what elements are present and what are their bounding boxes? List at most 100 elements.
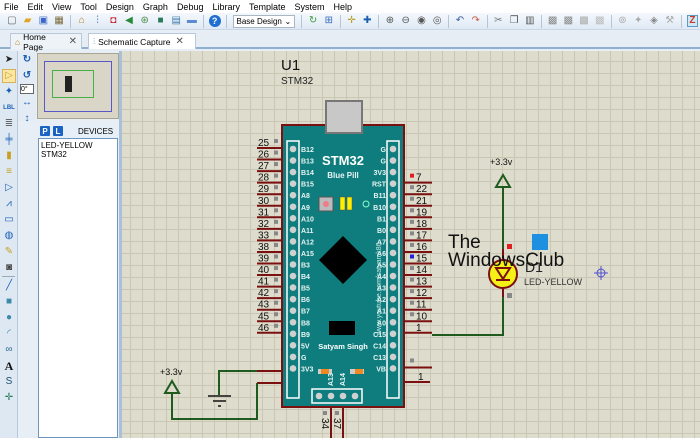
generator-icon[interactable]: ◍ [4, 230, 14, 241]
circle-icon[interactable]: ● [5, 312, 13, 323]
new-file-icon[interactable]: ▢ [7, 15, 17, 26]
rotate-anticlockwise-icon[interactable]: ↺ [22, 70, 32, 81]
menu-design[interactable]: Design [105, 1, 134, 12]
make-device-icon[interactable]: ✦ [634, 15, 643, 26]
left-pin-label: 5V [301, 343, 310, 350]
graph-icon[interactable]: ⩘ [6, 198, 12, 209]
pcb-icon[interactable]: ◘ [110, 15, 117, 26]
cut-icon[interactable]: ✂ [494, 15, 503, 26]
menu-graph[interactable]: Graph [142, 1, 168, 12]
pan-icon[interactable]: ✚ [363, 15, 372, 26]
help-icon[interactable]: ? [208, 15, 221, 27]
zoom-out-icon[interactable]: ⊖ [401, 15, 410, 26]
menu-view[interactable]: View [52, 1, 72, 12]
open-folder-icon[interactable]: ▰ [23, 15, 32, 26]
library-manager-button[interactable]: L [53, 126, 63, 136]
preview-component [65, 76, 72, 92]
design-select[interactable]: Base Design⌄ [232, 14, 296, 28]
pin-number: 38 [258, 242, 270, 253]
tab-home-page[interactable]: ⌂ Home Page ✕ [10, 32, 82, 52]
board-author: Satyam Singh [318, 342, 368, 351]
pick-devices-button[interactable]: P [40, 126, 50, 136]
markers-icon[interactable]: ✛ [4, 392, 14, 403]
device-pins-icon[interactable]: ▷ [5, 182, 13, 193]
overview-preview[interactable] [37, 53, 119, 119]
path-icon[interactable]: ∞ [5, 344, 13, 355]
menu-template[interactable]: Template [248, 1, 286, 12]
voltage-probe-icon[interactable]: ✎ [4, 246, 14, 257]
mirror-vertical-icon[interactable]: ↕ [24, 113, 30, 124]
led-pin-marker-cathode [507, 293, 512, 298]
pin-number: 12 [416, 288, 428, 299]
decompose-icon[interactable]: ⚒ [665, 15, 675, 26]
menu-tool[interactable]: Tool [80, 1, 97, 12]
block-move-icon[interactable]: ▩ [563, 15, 574, 26]
tab-schematic-capture[interactable]: ⫶ Schematic Capture ✕ [88, 33, 196, 49]
wire-autorouter-icon[interactable]: Z [686, 15, 699, 27]
menu-edit[interactable]: Edit [27, 1, 44, 12]
block-delete-icon[interactable]: ▩ [595, 15, 605, 26]
grid-icon[interactable]: ⊞ [324, 15, 334, 26]
spice-icon[interactable]: ▬ [186, 15, 197, 26]
menu-file[interactable]: File [4, 1, 19, 12]
mirror-horizontal-icon[interactable]: ↔ [22, 97, 32, 108]
schematic-icon[interactable]: ⫶ [96, 15, 99, 26]
virtual-instruments-icon[interactable]: ◙ [5, 262, 13, 273]
junction-dot-icon[interactable]: ✦ [4, 86, 14, 97]
tape-recorder-icon[interactable]: ▭ [4, 214, 14, 225]
chevron-down-icon: ⌄ [284, 16, 292, 26]
bom-icon[interactable]: ■ [157, 15, 164, 26]
symbols-icon[interactable]: S [5, 376, 13, 387]
arc-icon[interactable]: ◜ [7, 328, 11, 339]
close-icon[interactable]: ✕ [68, 36, 77, 47]
undo-icon[interactable]: ↶ [455, 15, 465, 26]
package-icon[interactable]: ◈ [650, 15, 658, 26]
menu-library[interactable]: Library [212, 1, 240, 12]
selection-mode-icon[interactable]: ➤ [4, 54, 14, 65]
smd-resistor-2-body [355, 369, 363, 374]
refresh-icon[interactable]: ↻ [308, 15, 318, 26]
buses-icon[interactable]: ╪ [5, 134, 13, 145]
zoom-area-icon[interactable]: ◎ [432, 15, 442, 26]
pin-marker [274, 242, 278, 247]
pin-number: 7 [416, 173, 422, 184]
import-icon[interactable]: ▦ [54, 15, 64, 26]
device-item[interactable]: LED-YELLOW [41, 141, 93, 150]
device-item[interactable]: STM32 [41, 150, 67, 159]
block-copy-icon[interactable]: ▩ [547, 15, 558, 26]
left-pin-label: A8 [301, 193, 310, 200]
design-explorer-icon[interactable]: ▤ [171, 15, 181, 26]
rotate-clockwise-icon[interactable]: ↻ [22, 54, 32, 65]
text-script-icon[interactable]: ≣ [4, 118, 14, 129]
zoom-in-icon[interactable]: ⊕ [385, 15, 395, 26]
redo-icon[interactable]: ↷ [471, 15, 480, 26]
header-pin [389, 215, 397, 222]
copy-icon[interactable]: ❐ [509, 15, 519, 26]
gerber-icon[interactable]: ⊛ [140, 15, 149, 26]
panel-splitter[interactable] [119, 51, 122, 438]
right-pin-label: C13 [373, 355, 386, 362]
save-icon[interactable]: ▣ [38, 15, 49, 26]
close-icon[interactable]: ✕ [175, 36, 184, 47]
component-mode-icon[interactable]: ▷ [2, 69, 16, 83]
paste-icon[interactable]: ▥ [525, 15, 535, 26]
text-icon[interactable]: A [4, 359, 14, 373]
wire-label-icon[interactable]: LBL [3, 105, 15, 111]
origin-icon[interactable]: ✛ [347, 15, 356, 26]
box-icon[interactable]: ■ [5, 296, 13, 307]
devices-list[interactable]: LED-YELLOW STM32 [38, 138, 118, 438]
menu-debug[interactable]: Debug [176, 1, 204, 12]
block-rotate-icon[interactable]: ▩ [579, 15, 589, 26]
3d-viewer-icon[interactable]: ◀ [125, 15, 133, 26]
terminals-icon[interactable]: ≡ [6, 166, 12, 177]
pick-device-icon[interactable]: ⊚ [618, 15, 627, 26]
home-icon[interactable]: ⌂ [78, 15, 85, 26]
subcircuit-icon[interactable]: ▮ [6, 150, 12, 161]
menu-system[interactable]: System [294, 1, 325, 12]
header-pin [389, 180, 397, 187]
rotation-angle-input[interactable]: 0° [20, 84, 34, 94]
line-icon[interactable]: ╱ [5, 280, 13, 291]
menu-help[interactable]: Help [333, 1, 353, 12]
zoom-all-icon[interactable]: ◉ [417, 15, 426, 26]
